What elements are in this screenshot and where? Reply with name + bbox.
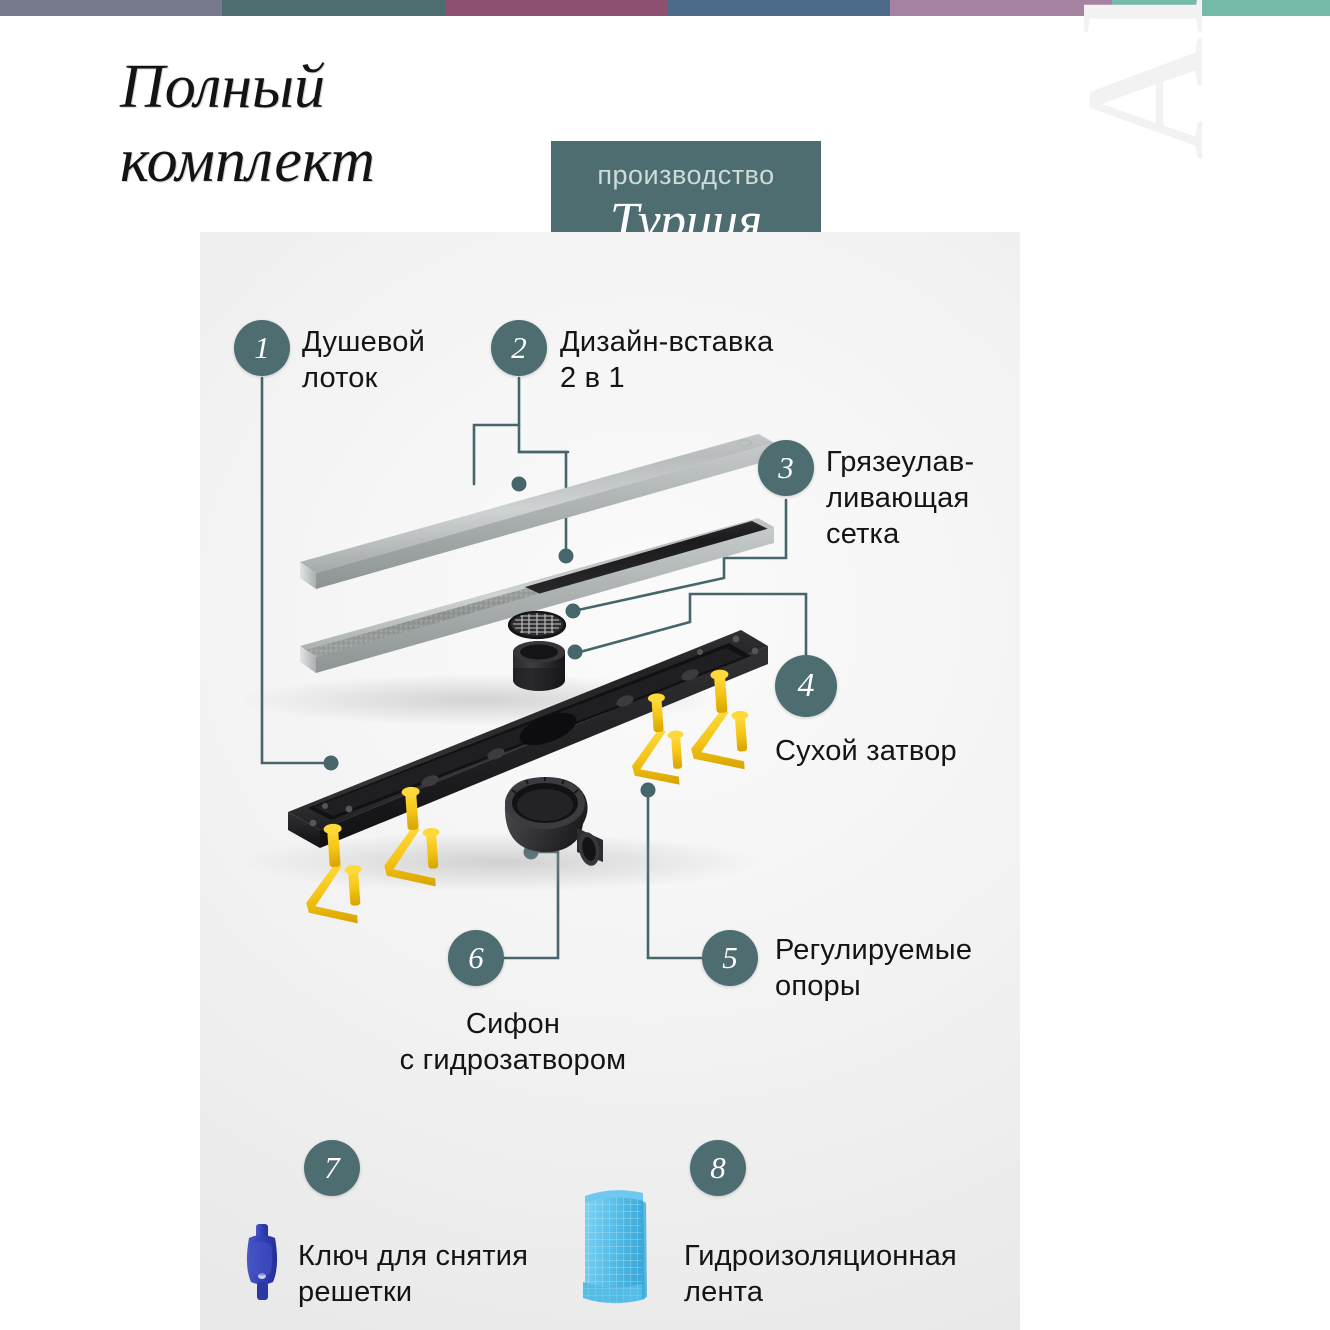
callout-5-line-1: Регулируемые [775, 934, 973, 966]
top-color-bar [0, 0, 1330, 16]
connector-dot-2a [511, 476, 527, 492]
callout-label-3: Грязеулав- ливающая сетка [826, 444, 1036, 552]
callout-label-4: Сухой затвор [775, 733, 1025, 769]
connector-dot-3 [565, 603, 581, 619]
callout-6-line-1: Сифон [465, 1008, 561, 1040]
callout-7-line-2: решетки [298, 1276, 413, 1308]
connector-dot-1 [323, 755, 339, 771]
page-title-line-1: Полный [120, 53, 326, 121]
callout-label-6: Сифон с гидрозатвором [258, 1006, 768, 1078]
hair-strainer-part [507, 610, 567, 640]
callout-8-line-2: лента [684, 1276, 764, 1308]
callout-4-line-1: Сухой затвор [775, 735, 957, 767]
callout-label-5: Регулируемые опоры [775, 932, 1015, 1004]
connector-3 [576, 498, 788, 612]
callout-5-line-2: опоры [775, 970, 861, 1002]
callout-1-line-1: Душевой [302, 326, 425, 358]
stainless-grate-part [300, 433, 775, 589]
marker-8[interactable]: 8 [690, 1140, 746, 1196]
color-segment-mauve [890, 0, 1112, 16]
callout-6-line-2: с гидрозатвором [399, 1044, 627, 1076]
page-title: Полный комплект [120, 50, 590, 198]
connector-dot-5 [640, 782, 656, 798]
callout-3-line-2: ливающая [826, 482, 970, 514]
marker-5-number: 5 [722, 940, 738, 975]
callout-2-line-1: Дизайн-вставка [560, 326, 774, 358]
callout-label-1: Душевой лоток [302, 324, 492, 396]
callout-3-line-3: сетка [826, 518, 900, 550]
callout-8-line-1: Гидроизоляционная [684, 1240, 957, 1272]
marker-6-number: 6 [468, 940, 484, 975]
channel-body-part [288, 630, 768, 848]
color-segment-teal [222, 0, 445, 16]
callout-label-2: Дизайн-вставка 2 в 1 [560, 324, 820, 396]
color-segment-slate-purple [0, 0, 222, 16]
shadow-body [240, 832, 760, 892]
dry-trap-part [513, 641, 565, 691]
connector-dot-4 [567, 644, 583, 660]
marker-3-number: 3 [778, 450, 794, 485]
connector-dot-2b [558, 548, 574, 564]
marker-2-number: 2 [511, 330, 527, 365]
callout-2-line-2: 2 в 1 [560, 362, 625, 394]
color-segment-mint [1112, 0, 1330, 16]
marker-1[interactable]: 1 [234, 320, 290, 376]
marker-1-number: 1 [254, 330, 270, 365]
waterproofing-tape-part [583, 1190, 647, 1304]
siphon-part [504, 777, 603, 866]
callout-label-8: Гидроизоляционная лента [684, 1238, 1004, 1310]
callout-1-line-2: лоток [302, 362, 378, 394]
support-legs-part [306, 669, 749, 924]
callout-3-line-1: Грязеулав- [826, 446, 975, 478]
tile-insert-part [300, 518, 774, 673]
marker-4-number: 4 [797, 667, 815, 704]
origin-badge-caption: производство [597, 159, 775, 190]
connector-1 [260, 376, 333, 765]
callout-label-7: Ключ для снятия решетки [298, 1238, 568, 1310]
marker-8-number: 8 [710, 1150, 726, 1185]
callout-7-line-1: Ключ для снятия [298, 1240, 529, 1272]
marker-4[interactable]: 4 [775, 655, 837, 717]
page-title-line-2: комплект [120, 127, 375, 195]
marker-7-number: 7 [324, 1150, 340, 1185]
marker-6[interactable]: 6 [448, 930, 504, 986]
color-segment-wine [445, 0, 668, 16]
marker-3[interactable]: 3 [758, 440, 814, 496]
marker-2[interactable]: 2 [491, 320, 547, 376]
marker-5[interactable]: 5 [702, 930, 758, 986]
marker-7[interactable]: 7 [304, 1140, 360, 1196]
connector-2c [472, 423, 521, 486]
color-segment-steel-blue [668, 0, 890, 16]
connector-4 [578, 592, 808, 657]
grate-key-part [246, 1224, 278, 1300]
